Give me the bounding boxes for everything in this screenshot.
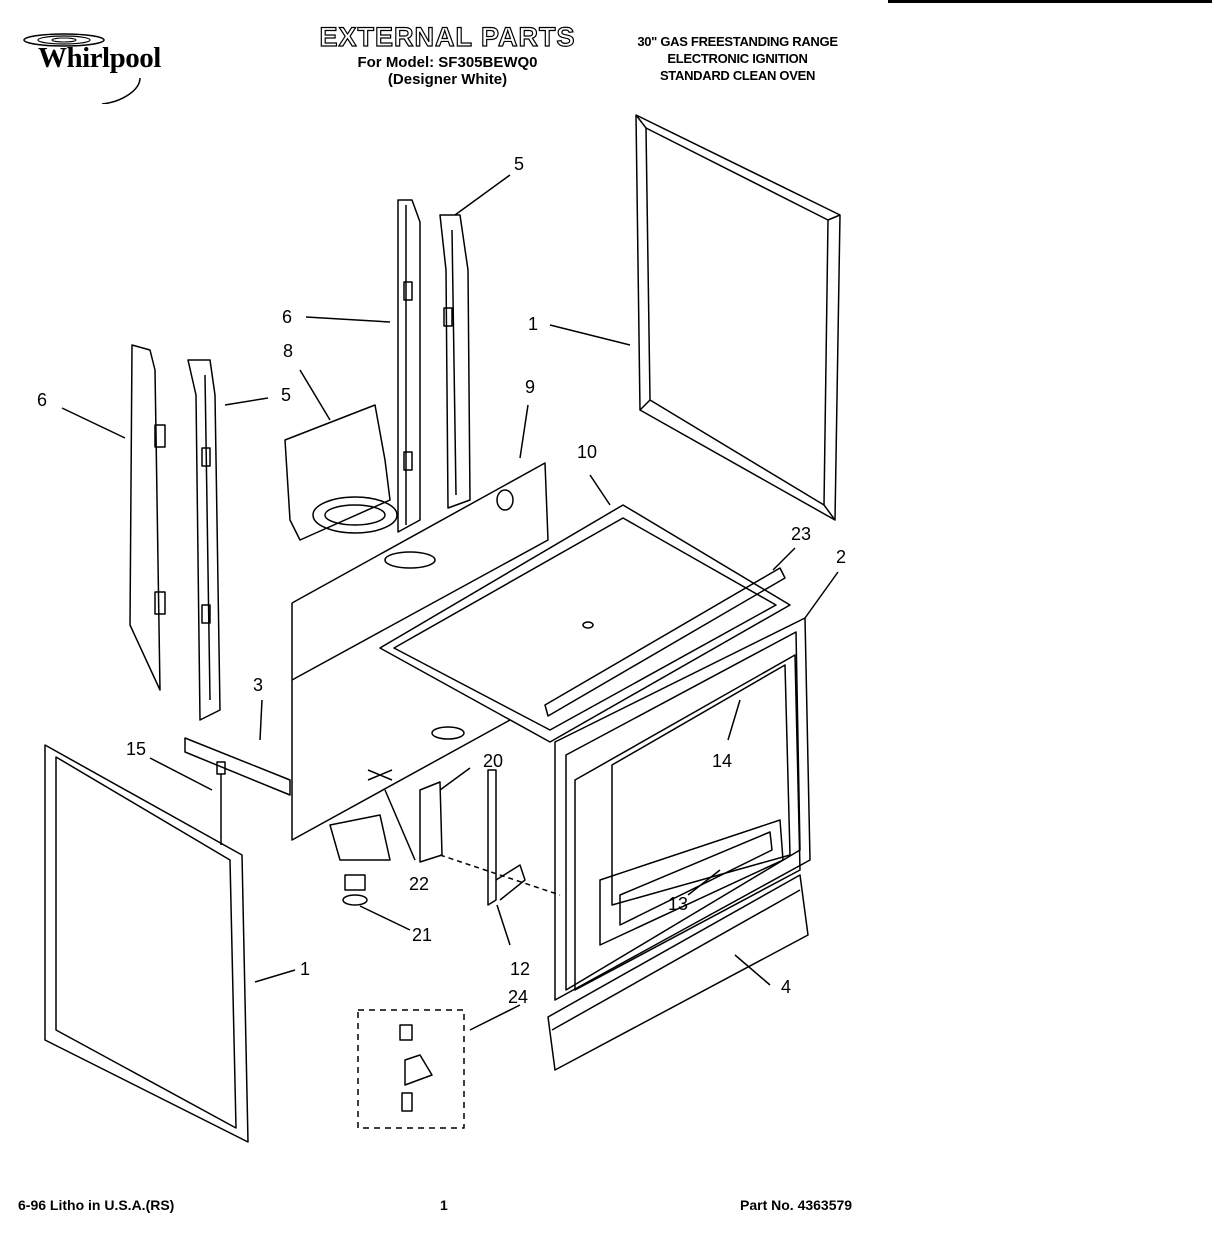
model-info: For Model: SF305BEWQ0 (Designer White) [310, 54, 585, 88]
door-hinge-12 [487, 769, 526, 906]
footer-part-number: Part No. 4363579 [740, 1197, 853, 1213]
bracket-20 [419, 781, 443, 863]
lower-gasket [599, 819, 784, 946]
product-line-2: ELECTRONIC IGNITION [667, 51, 808, 66]
leader-lines [61, 174, 839, 1031]
product-description: 30" GAS FREESTANDING RANGE ELECTRONIC IG… [600, 33, 875, 84]
channel-front-left [187, 359, 221, 721]
product-line-3: STANDARD CLEAN OVEN [659, 68, 816, 83]
callout-5-left: 5 [281, 385, 292, 405]
variant-line: (Designer White) [387, 71, 508, 88]
callout-24: 24 [508, 987, 529, 1007]
page-title: EXTERNAL PARTS [319, 21, 576, 52]
model-line: For Model: SF305BEWQ0 [357, 54, 538, 71]
callout-4: 4 [781, 977, 792, 997]
kit-box-24 [357, 1009, 465, 1129]
bottom-support [329, 814, 391, 861]
kit-24-parts [399, 1024, 433, 1112]
toe-plate [184, 737, 291, 796]
brand-name: Whirlpool [38, 42, 161, 74]
callout-21: 21 [412, 925, 433, 945]
callout-6-top: 6 [282, 307, 293, 327]
callout-1-top: 1 [528, 314, 539, 334]
callout-15: 15 [126, 739, 147, 759]
screw-15 [216, 761, 226, 845]
callout-8: 8 [283, 341, 294, 361]
callout-2: 2 [836, 547, 847, 567]
callout-20: 20 [483, 751, 504, 771]
callout-12: 12 [510, 959, 531, 979]
back-panel [291, 462, 549, 841]
side-panel-right [635, 114, 841, 521]
assembly-line [439, 854, 561, 896]
leveling-leg-21 [342, 874, 368, 906]
callout-6-left: 6 [37, 390, 48, 410]
callout-23: 23 [791, 524, 812, 544]
callout-9: 9 [525, 377, 536, 397]
strip-23 [544, 567, 786, 717]
oven-bottom [379, 504, 791, 743]
callout-22: 22 [409, 874, 430, 894]
clip-22 [367, 769, 393, 781]
door-gasket [574, 654, 801, 991]
callout-14: 14 [712, 751, 733, 771]
callout-5-top: 5 [514, 154, 525, 174]
kick-panel [547, 874, 809, 1071]
rail-rear-right [397, 199, 421, 533]
footer-litho: 6-96 Litho in U.S.A.(RS) [18, 1197, 175, 1213]
channel-rear-right [439, 214, 471, 509]
callout-13: 13 [668, 894, 689, 914]
callout-10: 10 [577, 442, 598, 462]
burner-shield [284, 404, 398, 541]
side-panel-left [44, 744, 249, 1143]
top-rule [888, 0, 1212, 3]
product-line-1: 30" GAS FREESTANDING RANGE [637, 34, 838, 49]
callout-1-bottom: 1 [300, 959, 311, 979]
callout-3: 3 [253, 675, 264, 695]
rail-front-left [129, 344, 166, 691]
footer-page-number: 1 [440, 1197, 448, 1213]
front-frame [554, 617, 811, 1001]
whirlpool-logo-icon: Whirlpool [22, 28, 182, 104]
